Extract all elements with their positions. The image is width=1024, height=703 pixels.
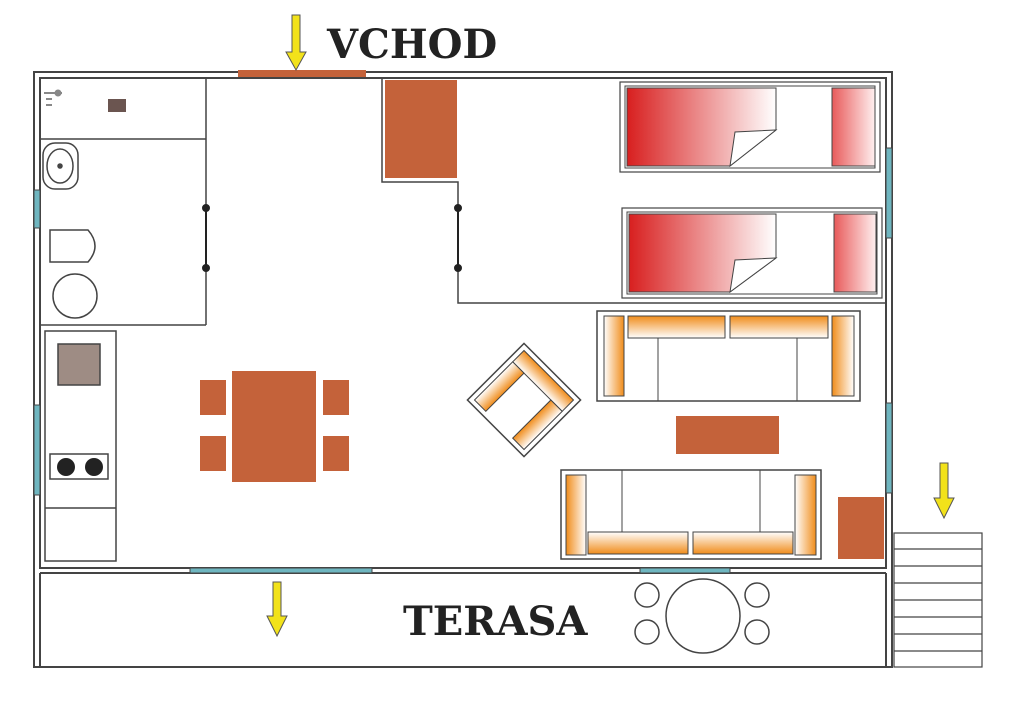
window-right-top: [885, 147, 893, 239]
chair: [200, 380, 226, 415]
bathroom-door: [202, 204, 210, 272]
kitchen-counter: [44, 330, 117, 562]
wardrobe: [385, 80, 457, 178]
armchair: [466, 342, 582, 458]
pillow: [833, 213, 877, 293]
bed-1: [619, 81, 881, 173]
chair: [323, 380, 349, 415]
stool: [634, 619, 660, 645]
pillow: [831, 87, 876, 167]
bedroom-walls: [381, 78, 886, 304]
side-cabinet: [838, 497, 884, 559]
bed-2: [621, 207, 883, 299]
terrace-table-set: [634, 578, 770, 654]
sofa-top: [596, 310, 861, 402]
window-right-bottom: [885, 402, 893, 494]
window-left-top: [33, 189, 41, 229]
sink: [42, 142, 79, 190]
entrance-door: [238, 70, 366, 77]
arrow-down-icon: [285, 14, 307, 72]
outer-walls: [33, 71, 893, 668]
stool: [744, 619, 770, 645]
burner-icon: [85, 458, 103, 476]
stove: [49, 453, 109, 480]
shower-fixture: [44, 89, 62, 106]
sofa-bottom: [560, 469, 822, 560]
entrance-label: VCHOD: [326, 21, 497, 68]
windows: [33, 147, 893, 574]
fridge: [57, 343, 101, 386]
window-left-bottom: [33, 404, 41, 496]
window-bottom-left: [189, 567, 373, 574]
dining-table: [232, 371, 316, 482]
bedroom-door: [454, 204, 462, 272]
coffee-table: [676, 416, 779, 454]
dining-set: [200, 371, 349, 482]
terrace-label: TERASA: [403, 598, 588, 645]
burner-icon: [57, 458, 75, 476]
chair: [200, 436, 226, 471]
bathroom: [40, 78, 207, 326]
stool: [634, 582, 660, 608]
stool: [744, 582, 770, 608]
toilet: [49, 229, 98, 319]
terrace-table: [665, 578, 741, 654]
arrow-down-icon: [933, 462, 955, 520]
window-bottom-right: [639, 567, 731, 574]
shower-drain: [108, 99, 126, 112]
arrow-down-icon: [266, 581, 288, 638]
chair: [323, 436, 349, 471]
stairs: [893, 532, 983, 668]
